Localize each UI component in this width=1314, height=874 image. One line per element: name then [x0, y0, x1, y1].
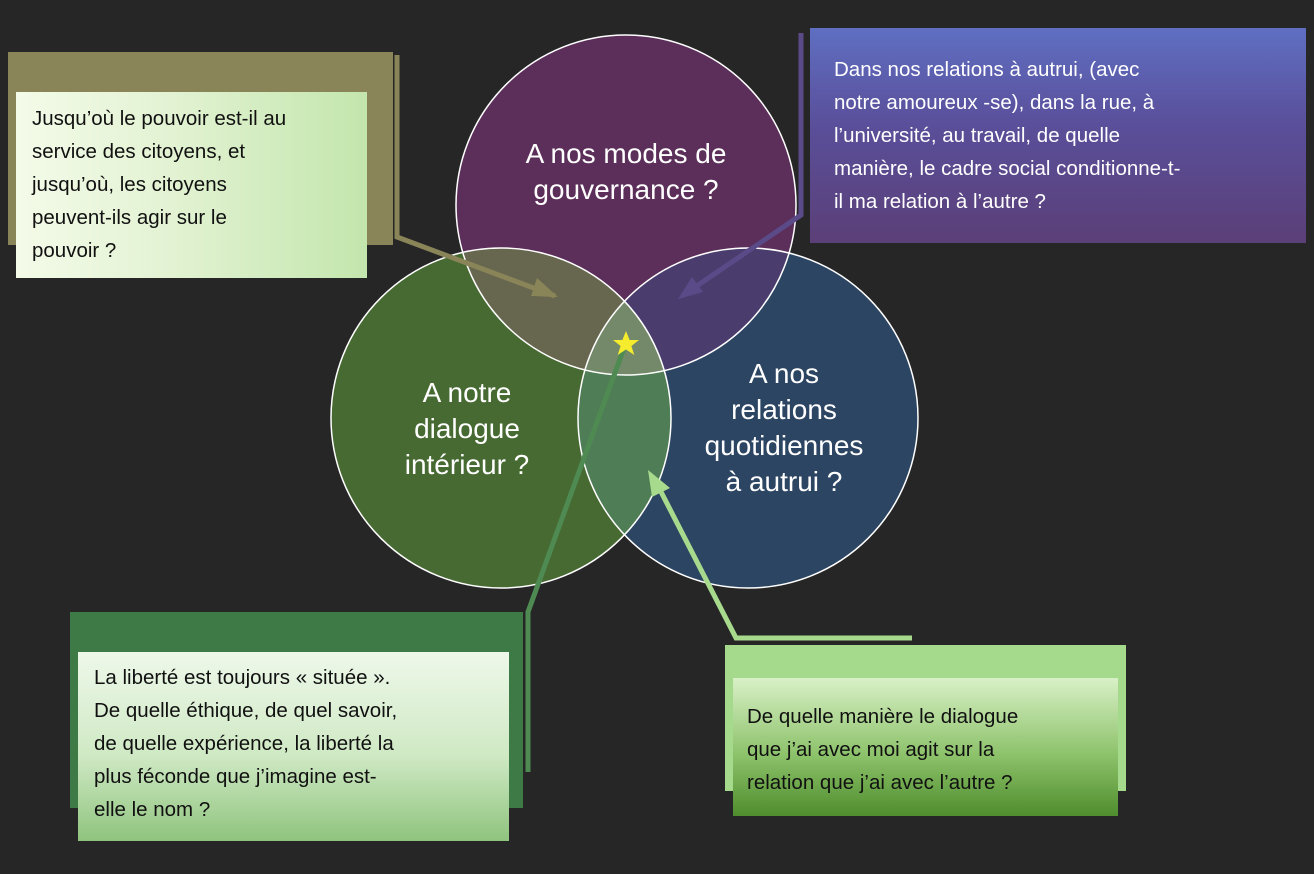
label-governance: A nos modes de gouvernance ? — [525, 138, 727, 205]
note-dialogue-relation-text: De quelle manière le dialogue que j’ai a… — [733, 678, 1118, 816]
arrow-dialogue-relation — [653, 480, 912, 641]
note-liberty: La liberté est toujours « située ». De q… — [70, 612, 523, 841]
center-star-icon — [613, 331, 639, 355]
arrow-relations — [680, 33, 804, 299]
circle-relations-outline — [577, 247, 919, 589]
arrow-governance — [394, 55, 556, 299]
note-dialogue-relation: De quelle manière le dialogue que j’ai a… — [725, 645, 1126, 816]
note-governance-text: Jusqu’où le pouvoir est-il au service de… — [16, 92, 367, 278]
arrow-relations-head — [678, 277, 703, 299]
overlap-governance-relations — [578, 248, 796, 375]
label-dialogue: A notre dialogue intérieur ? — [404, 377, 530, 480]
label-relations: A nos relations quotidiennes à autrui ? — [704, 358, 864, 497]
circle-dialogue-outline — [330, 247, 672, 589]
arrow-dialogue-relation-head — [648, 470, 670, 497]
note-relations: Dans nos relations à autrui, (avec notre… — [810, 28, 1306, 243]
arrow-governance-head — [531, 278, 558, 297]
note-governance: Jusqu’où le pouvoir est-il au service de… — [8, 52, 393, 278]
arrow-liberty — [525, 347, 627, 772]
overlap-governance-dialogue — [456, 248, 671, 375]
venn-diagram — [330, 33, 919, 772]
note-liberty-text: La liberté est toujours « située ». De q… — [78, 652, 509, 841]
circle-governance-outline — [455, 34, 797, 376]
